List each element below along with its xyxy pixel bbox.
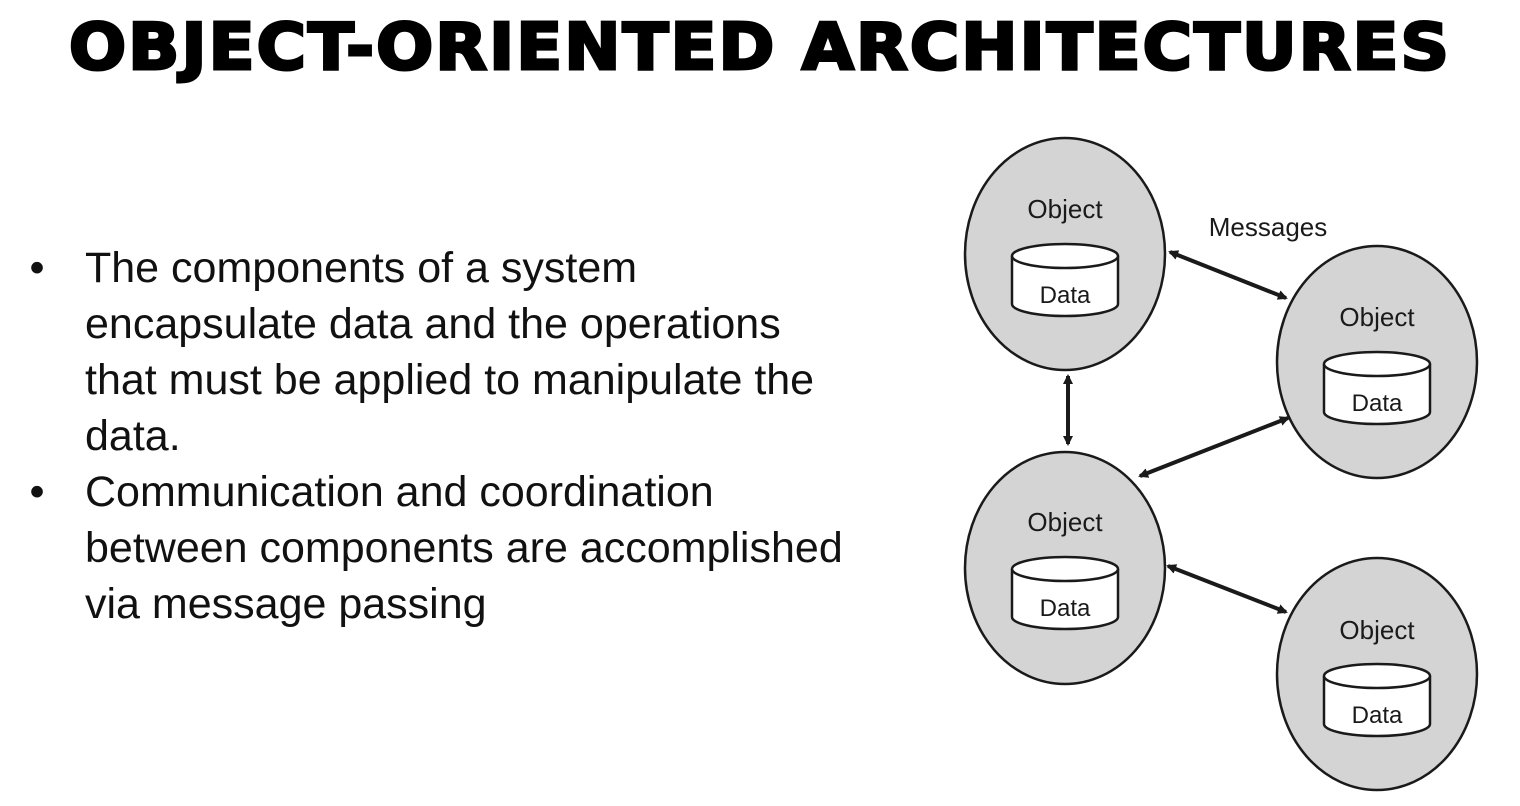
data-store-icon <box>1322 350 1432 426</box>
object-label: Object <box>1339 615 1415 645</box>
data-label: Data <box>1040 595 1091 622</box>
bullet-text: Communication and coordination between c… <box>85 468 843 628</box>
data-store-icon <box>1322 662 1432 738</box>
message-arrow <box>1138 416 1290 478</box>
bullet-item: • Communication and coordination between… <box>22 464 862 632</box>
bullet-list: • The components of a system encapsulate… <box>22 240 862 632</box>
object-node: Object Data <box>963 136 1167 372</box>
bullet-dot-icon: • <box>29 468 45 516</box>
bullet-dot-icon: • <box>29 244 45 292</box>
object-node: Object Data <box>1275 556 1479 792</box>
slide-title: OBJECT-ORIENTED ARCHITECTURES <box>67 10 1452 87</box>
data-store-icon <box>1010 555 1120 631</box>
message-arrow <box>1168 250 1288 300</box>
messages-label: Messages <box>1209 212 1328 242</box>
bullet-item: • The components of a system encapsulate… <box>22 240 862 464</box>
object-diagram: Object Data Object Data Object Data Obje… <box>963 136 1479 792</box>
object-label: Object <box>1027 194 1103 224</box>
data-store-icon <box>1010 242 1120 318</box>
object-node: Object Data <box>1275 244 1479 480</box>
data-label: Data <box>1040 282 1091 309</box>
message-arrow <box>1166 564 1288 614</box>
object-label: Object <box>1339 302 1415 332</box>
bullet-text: The components of a system encapsulate d… <box>85 244 815 460</box>
object-node: Object Data <box>963 450 1167 686</box>
data-label: Data <box>1352 390 1403 417</box>
data-label: Data <box>1352 702 1403 729</box>
object-label: Object <box>1027 507 1103 537</box>
